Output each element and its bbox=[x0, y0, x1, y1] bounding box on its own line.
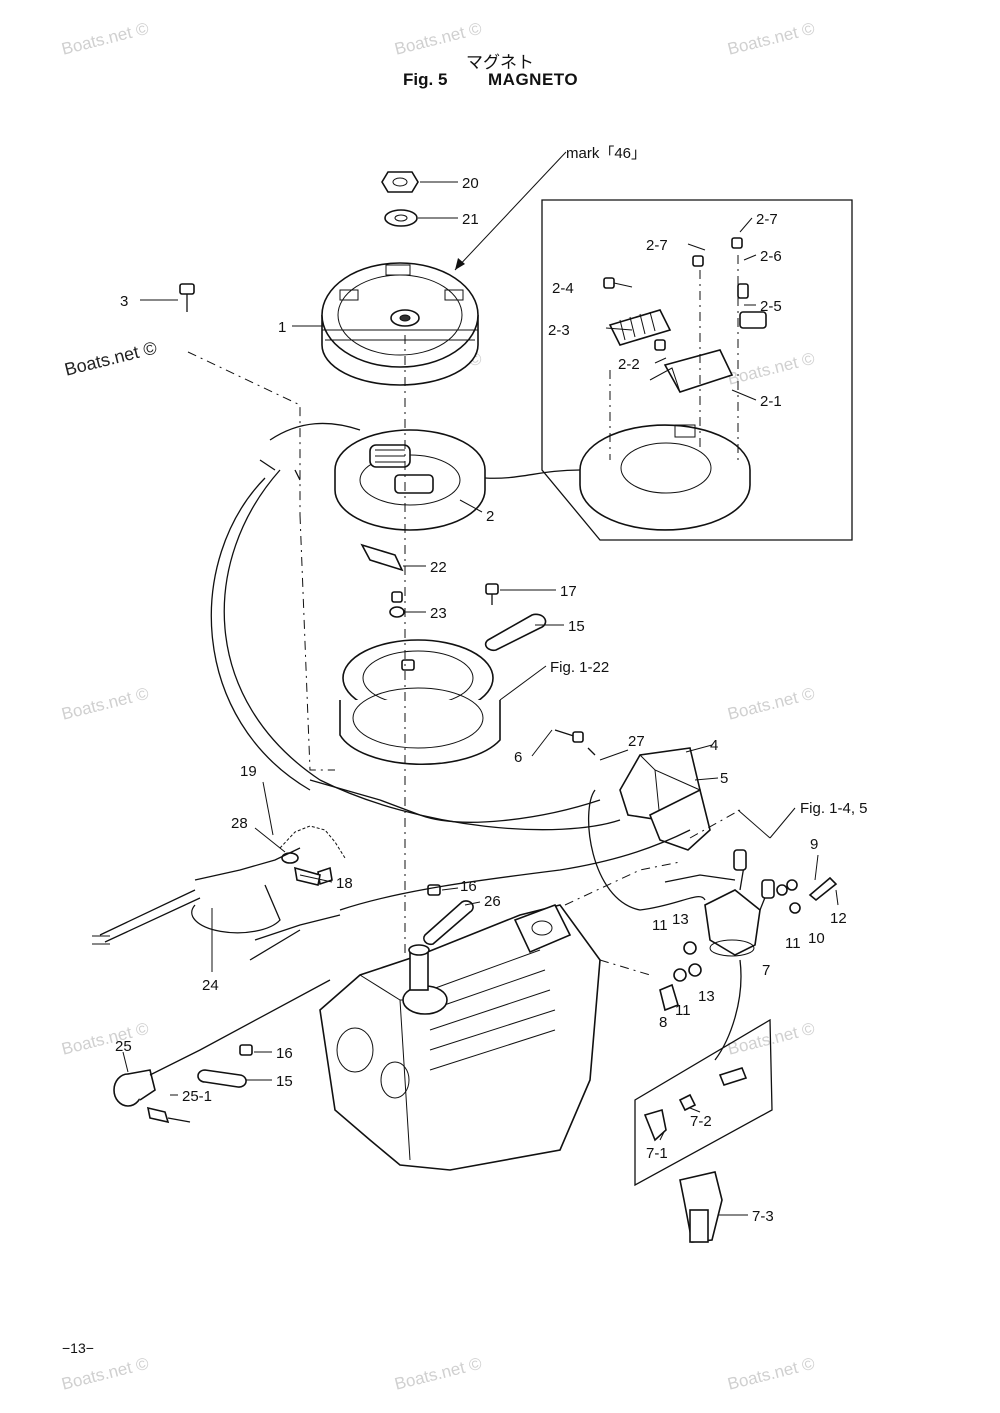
connector-part bbox=[281, 852, 321, 886]
arrow-head bbox=[455, 258, 465, 270]
center-line bbox=[299, 514, 335, 771]
cable-branch bbox=[309, 779, 601, 823]
washer-part bbox=[384, 209, 418, 227]
bracket-part bbox=[360, 543, 405, 618]
lower-clamp-part bbox=[197, 1044, 253, 1088]
callout-11: 11 bbox=[652, 917, 668, 934]
callout-23: 23 bbox=[430, 605, 447, 622]
callout-2-6: 2-6 bbox=[760, 248, 782, 265]
mark-label: mark「46」 bbox=[566, 145, 646, 162]
cable-clamp-part bbox=[423, 884, 474, 946]
inset-pulser-coil bbox=[649, 349, 734, 393]
callout-2-7: 2-7 bbox=[646, 237, 668, 254]
callout-21: 21 bbox=[462, 211, 479, 228]
cdi-lead bbox=[588, 789, 706, 911]
leader-lines bbox=[122, 151, 839, 1216]
main-cable bbox=[223, 469, 621, 831]
nut-part bbox=[381, 171, 419, 193]
harness-cable bbox=[339, 829, 691, 911]
small-screw-part bbox=[554, 729, 596, 756]
callout-13: 13 bbox=[672, 911, 689, 928]
callout-25-1: 25-1 bbox=[182, 1088, 212, 1105]
coil-lead bbox=[664, 874, 736, 883]
main-cable-inner bbox=[210, 477, 311, 791]
callout-2-1: 2-1 bbox=[760, 393, 782, 410]
callout-fig-1-4-5: Fig. 1-4, 5 bbox=[800, 800, 868, 817]
callout-1: 1 bbox=[278, 319, 286, 336]
center-line bbox=[187, 351, 301, 515]
wire-harness-part bbox=[92, 847, 341, 961]
callout-2-3: 2-3 bbox=[548, 322, 570, 339]
callout-8: 8 bbox=[659, 1014, 667, 1031]
callout-26: 26 bbox=[484, 893, 501, 910]
callout-10: 10 bbox=[808, 930, 825, 947]
callout-9: 9 bbox=[810, 836, 818, 853]
lanyard-clip-part bbox=[146, 1106, 191, 1124]
flywheel-part bbox=[321, 262, 479, 386]
callout-17: 17 bbox=[560, 583, 577, 600]
title-japanese: マグネト bbox=[466, 53, 534, 73]
lanyard-chain-part bbox=[279, 825, 346, 859]
callout-16: 16 bbox=[460, 878, 477, 895]
callout-7-3: 7-3 bbox=[752, 1208, 774, 1225]
figure-title: MAGNETO bbox=[488, 70, 579, 89]
callout-16: 16 bbox=[276, 1045, 293, 1062]
center-line bbox=[689, 809, 741, 839]
callout-2-5: 2-5 bbox=[760, 298, 782, 315]
callout-24: 24 bbox=[202, 977, 219, 994]
callout-28: 28 bbox=[231, 815, 248, 832]
plug-cap-assembly bbox=[634, 1018, 773, 1243]
callout-2: 2 bbox=[486, 508, 494, 525]
callout-22: 22 bbox=[430, 559, 447, 576]
inset-frame bbox=[541, 199, 853, 541]
page-number: −13− bbox=[62, 1340, 94, 1356]
engine-block-part bbox=[319, 903, 601, 1171]
figure-number: Fig. 5 bbox=[403, 70, 448, 89]
screw-part bbox=[179, 283, 195, 312]
callout-6: 6 bbox=[514, 749, 522, 766]
base-plate-part bbox=[339, 639, 501, 766]
stop-switch-part bbox=[113, 979, 331, 1107]
callout-13: 13 bbox=[698, 988, 715, 1005]
callout-20: 20 bbox=[462, 175, 479, 192]
stator-part bbox=[334, 429, 486, 531]
callout-3: 3 bbox=[120, 293, 128, 310]
callout-2-2: 2-2 bbox=[618, 356, 640, 373]
callout-12: 12 bbox=[830, 910, 847, 927]
fastener-group bbox=[659, 876, 838, 1012]
callout-25: 25 bbox=[115, 1038, 132, 1055]
connector-lead bbox=[259, 459, 301, 481]
callout-4: 4 bbox=[710, 737, 718, 754]
inset-stator-plate bbox=[579, 424, 751, 531]
callout-11: 11 bbox=[785, 935, 801, 952]
callout-15: 15 bbox=[568, 618, 585, 635]
callout-2-4: 2-4 bbox=[552, 280, 574, 297]
clamp-part bbox=[484, 583, 547, 652]
callout-15: 15 bbox=[276, 1073, 293, 1090]
inset-charge-coil bbox=[608, 309, 672, 346]
callout-7: 7 bbox=[762, 962, 770, 979]
inset-screw bbox=[603, 237, 767, 351]
stator-lead bbox=[269, 422, 361, 441]
callout-7-2: 7-2 bbox=[690, 1113, 712, 1130]
callout-7-1: 7-1 bbox=[646, 1145, 668, 1162]
callout-18: 18 bbox=[336, 875, 353, 892]
callout-11: 11 bbox=[675, 1002, 691, 1019]
center-line bbox=[599, 959, 651, 976]
center-line bbox=[564, 861, 681, 906]
callout-fig-1-22: Fig. 1-22 bbox=[550, 659, 609, 676]
stator-to-inset-lead bbox=[484, 469, 581, 479]
callout-5: 5 bbox=[720, 770, 728, 787]
callout-2-7: 2-7 bbox=[756, 211, 778, 228]
callout-27: 27 bbox=[628, 733, 645, 750]
ignition-coil-part bbox=[704, 849, 775, 957]
callout-19: 19 bbox=[240, 763, 257, 780]
hv-lead bbox=[714, 959, 742, 1061]
